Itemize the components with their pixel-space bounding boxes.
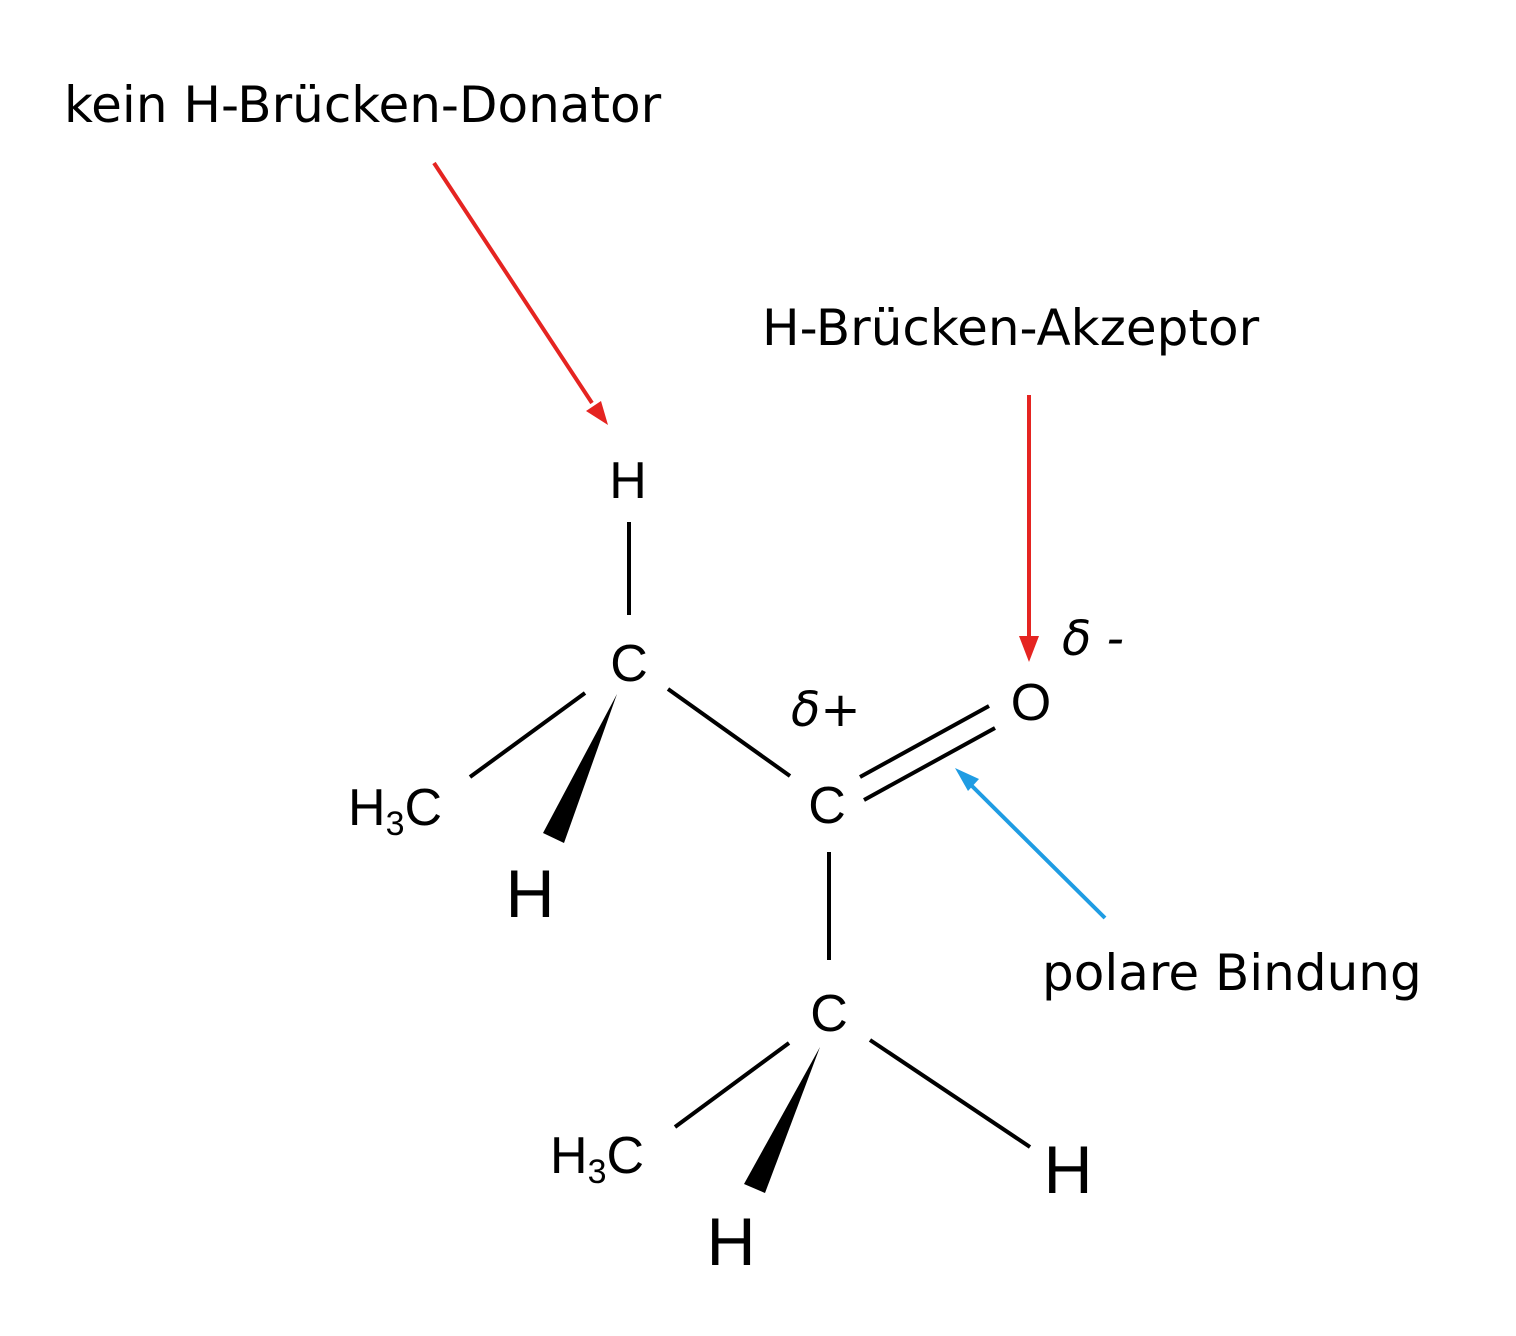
acceptor-arrow	[1019, 395, 1039, 662]
atom-h-top: H	[609, 452, 647, 510]
donor-arrow	[432, 161, 608, 425]
bonds	[468, 522, 1032, 1193]
atom-o: O	[1011, 674, 1051, 732]
double-bond-1	[859, 704, 990, 779]
atom-c-center: C	[808, 777, 846, 835]
bond-c-lower-h-right	[868, 1038, 1032, 1149]
bond-c-lower-ch3	[673, 1041, 791, 1129]
atom-h-lower-wedge: H	[706, 1204, 755, 1280]
polar-bond-label: polare Bindung	[1042, 944, 1422, 1002]
double-bond-2	[863, 726, 996, 802]
group-ch3-upper: H3C	[348, 779, 442, 843]
group-ch3-lower: H3C	[550, 1127, 644, 1191]
atom-h-lower-right: H	[1043, 1132, 1092, 1208]
atom-c-lower: C	[810, 985, 848, 1043]
wedge-bond-upper	[543, 694, 617, 843]
atom-h-upper-wedge: H	[505, 856, 554, 932]
bond-c-upper-ch3	[468, 691, 587, 779]
partial-charge-negative: δ -	[1062, 611, 1124, 667]
donor-label: kein H-Brücken-Donator	[64, 76, 662, 134]
polar-bond-arrow	[955, 768, 1107, 920]
bond-c-upper-c-center	[666, 687, 792, 778]
acceptor-label: H-Brücken-Akzeptor	[762, 299, 1260, 357]
wedge-bond-lower	[744, 1047, 820, 1193]
partial-charge-positive: δ+	[791, 682, 861, 738]
atom-c-upper: C	[610, 635, 648, 693]
